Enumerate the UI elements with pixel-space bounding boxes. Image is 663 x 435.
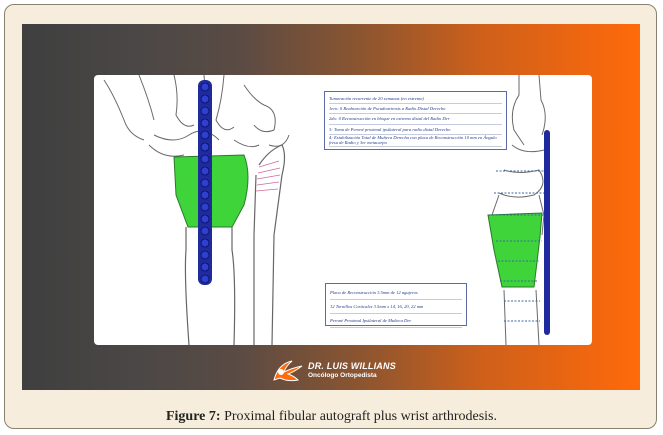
- note-line: Tumoración recurrente de 20 semanas (en …: [329, 94, 502, 104]
- logo-icon: [272, 358, 306, 384]
- graft-right: [488, 213, 542, 287]
- plate-left: [198, 80, 212, 285]
- note-line: 2do: 0 Reconstrucción en bloque en extre…: [329, 114, 502, 124]
- logo-name: DR. LUIS WILLIANS: [308, 362, 396, 371]
- note-line: Placa de Reconstrucción 3.5mm de 12 aguj…: [330, 286, 462, 300]
- figure-frame: Tumoración recurrente de 20 semanas (en …: [4, 4, 657, 429]
- figure-image-panel: Tumoración recurrente de 20 semanas (en …: [22, 24, 640, 390]
- note-line: 4: Estabilización Total de Muñeca Derech…: [329, 135, 502, 147]
- author-logo: DR. LUIS WILLIANS Oncólogo Ortopedista: [272, 358, 396, 384]
- note-line: 1ero: 0 Reabsorción de Pseudoartrosis a …: [329, 104, 502, 114]
- surgical-sketch: Tumoración recurrente de 20 semanas (en …: [94, 75, 592, 345]
- surgical-notes-bottom: Placa de Reconstrucción 3.5mm de 12 aguj…: [325, 283, 467, 326]
- logo-subtitle: Oncólogo Ortopedista: [308, 373, 396, 380]
- surgical-notes-top: Tumoración recurrente de 20 semanas (en …: [324, 91, 507, 150]
- plate-right: [544, 130, 550, 335]
- figure-label: Figure 7:: [166, 409, 221, 424]
- figure-caption-text: Proximal fibular autograft plus wrist ar…: [224, 409, 497, 424]
- note-line: 12 Tornillos Corticales 3.5mm x 14, 16, …: [330, 300, 462, 314]
- note-line: Peroné Proximal Ipsilateral de Muñeca De…: [330, 314, 462, 328]
- figure-caption: Figure 7: Proximal fibular autograft plu…: [5, 409, 658, 425]
- note-line: 3: Toma de Peroné proximal ipsilateral p…: [329, 125, 502, 135]
